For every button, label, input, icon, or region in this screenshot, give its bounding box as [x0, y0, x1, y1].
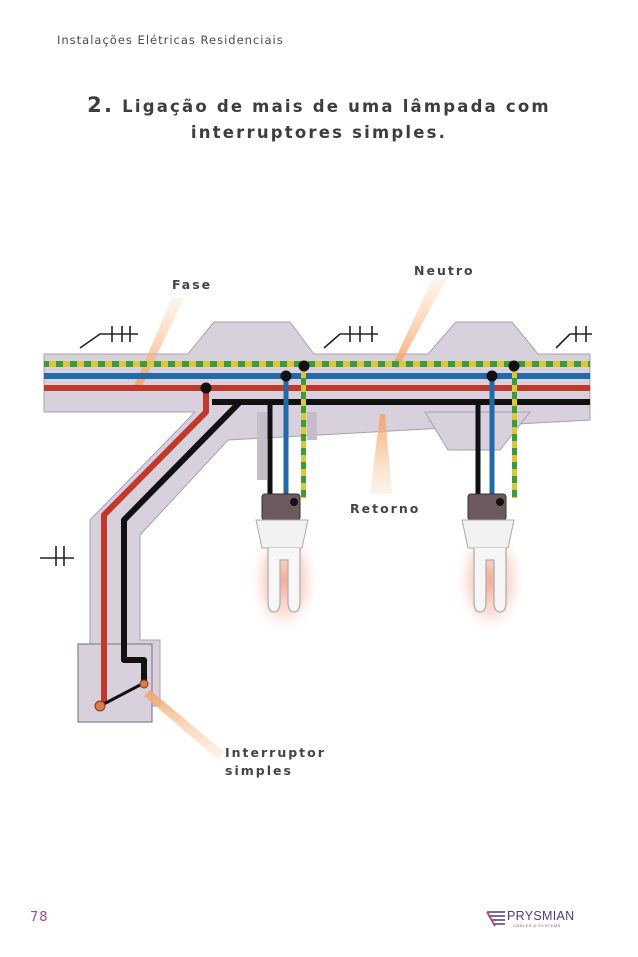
label-interruptor: Interruptor simples [225, 744, 326, 780]
label-interruptor-line-1: Interruptor [225, 745, 326, 760]
label-neutro: Neutro [414, 263, 475, 278]
logo-tagline: CABLES & SYSTEMS [513, 923, 561, 928]
label-retorno: Retorno [350, 501, 421, 516]
prysmian-logo: PRYSMIAN CABLES & SYSTEMS [485, 908, 590, 930]
lamp-1-terra-wire [301, 364, 306, 498]
callout-interruptor [144, 690, 224, 760]
callout-neutro [392, 280, 446, 368]
neutro-wire [44, 373, 590, 379]
page-header: Instalações Elétricas Residenciais [57, 33, 284, 47]
wall-symbol-2 [323, 326, 378, 349]
retorno-wire [212, 399, 590, 405]
logo-name: PRYSMIAN [507, 909, 575, 923]
label-interruptor-line-2: simples [225, 763, 293, 778]
label-fase: Fase [172, 277, 213, 292]
lamp-2-terra-wire [512, 364, 517, 498]
wall-symbol-1 [79, 326, 138, 349]
title-line-2: interruptores simples. [190, 123, 448, 142]
page-title: 2. Ligação de mais de uma lâmpada com in… [0, 92, 638, 146]
retorno-drop-wire [121, 399, 243, 682]
fase-drop-wire [101, 391, 209, 702]
callout-retorno [370, 414, 392, 494]
wall-symbol-3 [555, 326, 592, 349]
prysmian-logo-icon [486, 911, 505, 927]
wall-symbol-4 [40, 546, 74, 566]
title-line-1: Ligação de mais de uma lâmpada com [122, 97, 551, 116]
lamp-1 [248, 493, 320, 636]
fase-wire [44, 385, 590, 391]
switch-symbol [94, 679, 149, 712]
junction-dots [200, 360, 520, 394]
terra-wire [44, 361, 590, 367]
page-number: 78 [30, 910, 49, 925]
lamp-2 [454, 493, 526, 636]
title-number: 2. [87, 93, 115, 117]
